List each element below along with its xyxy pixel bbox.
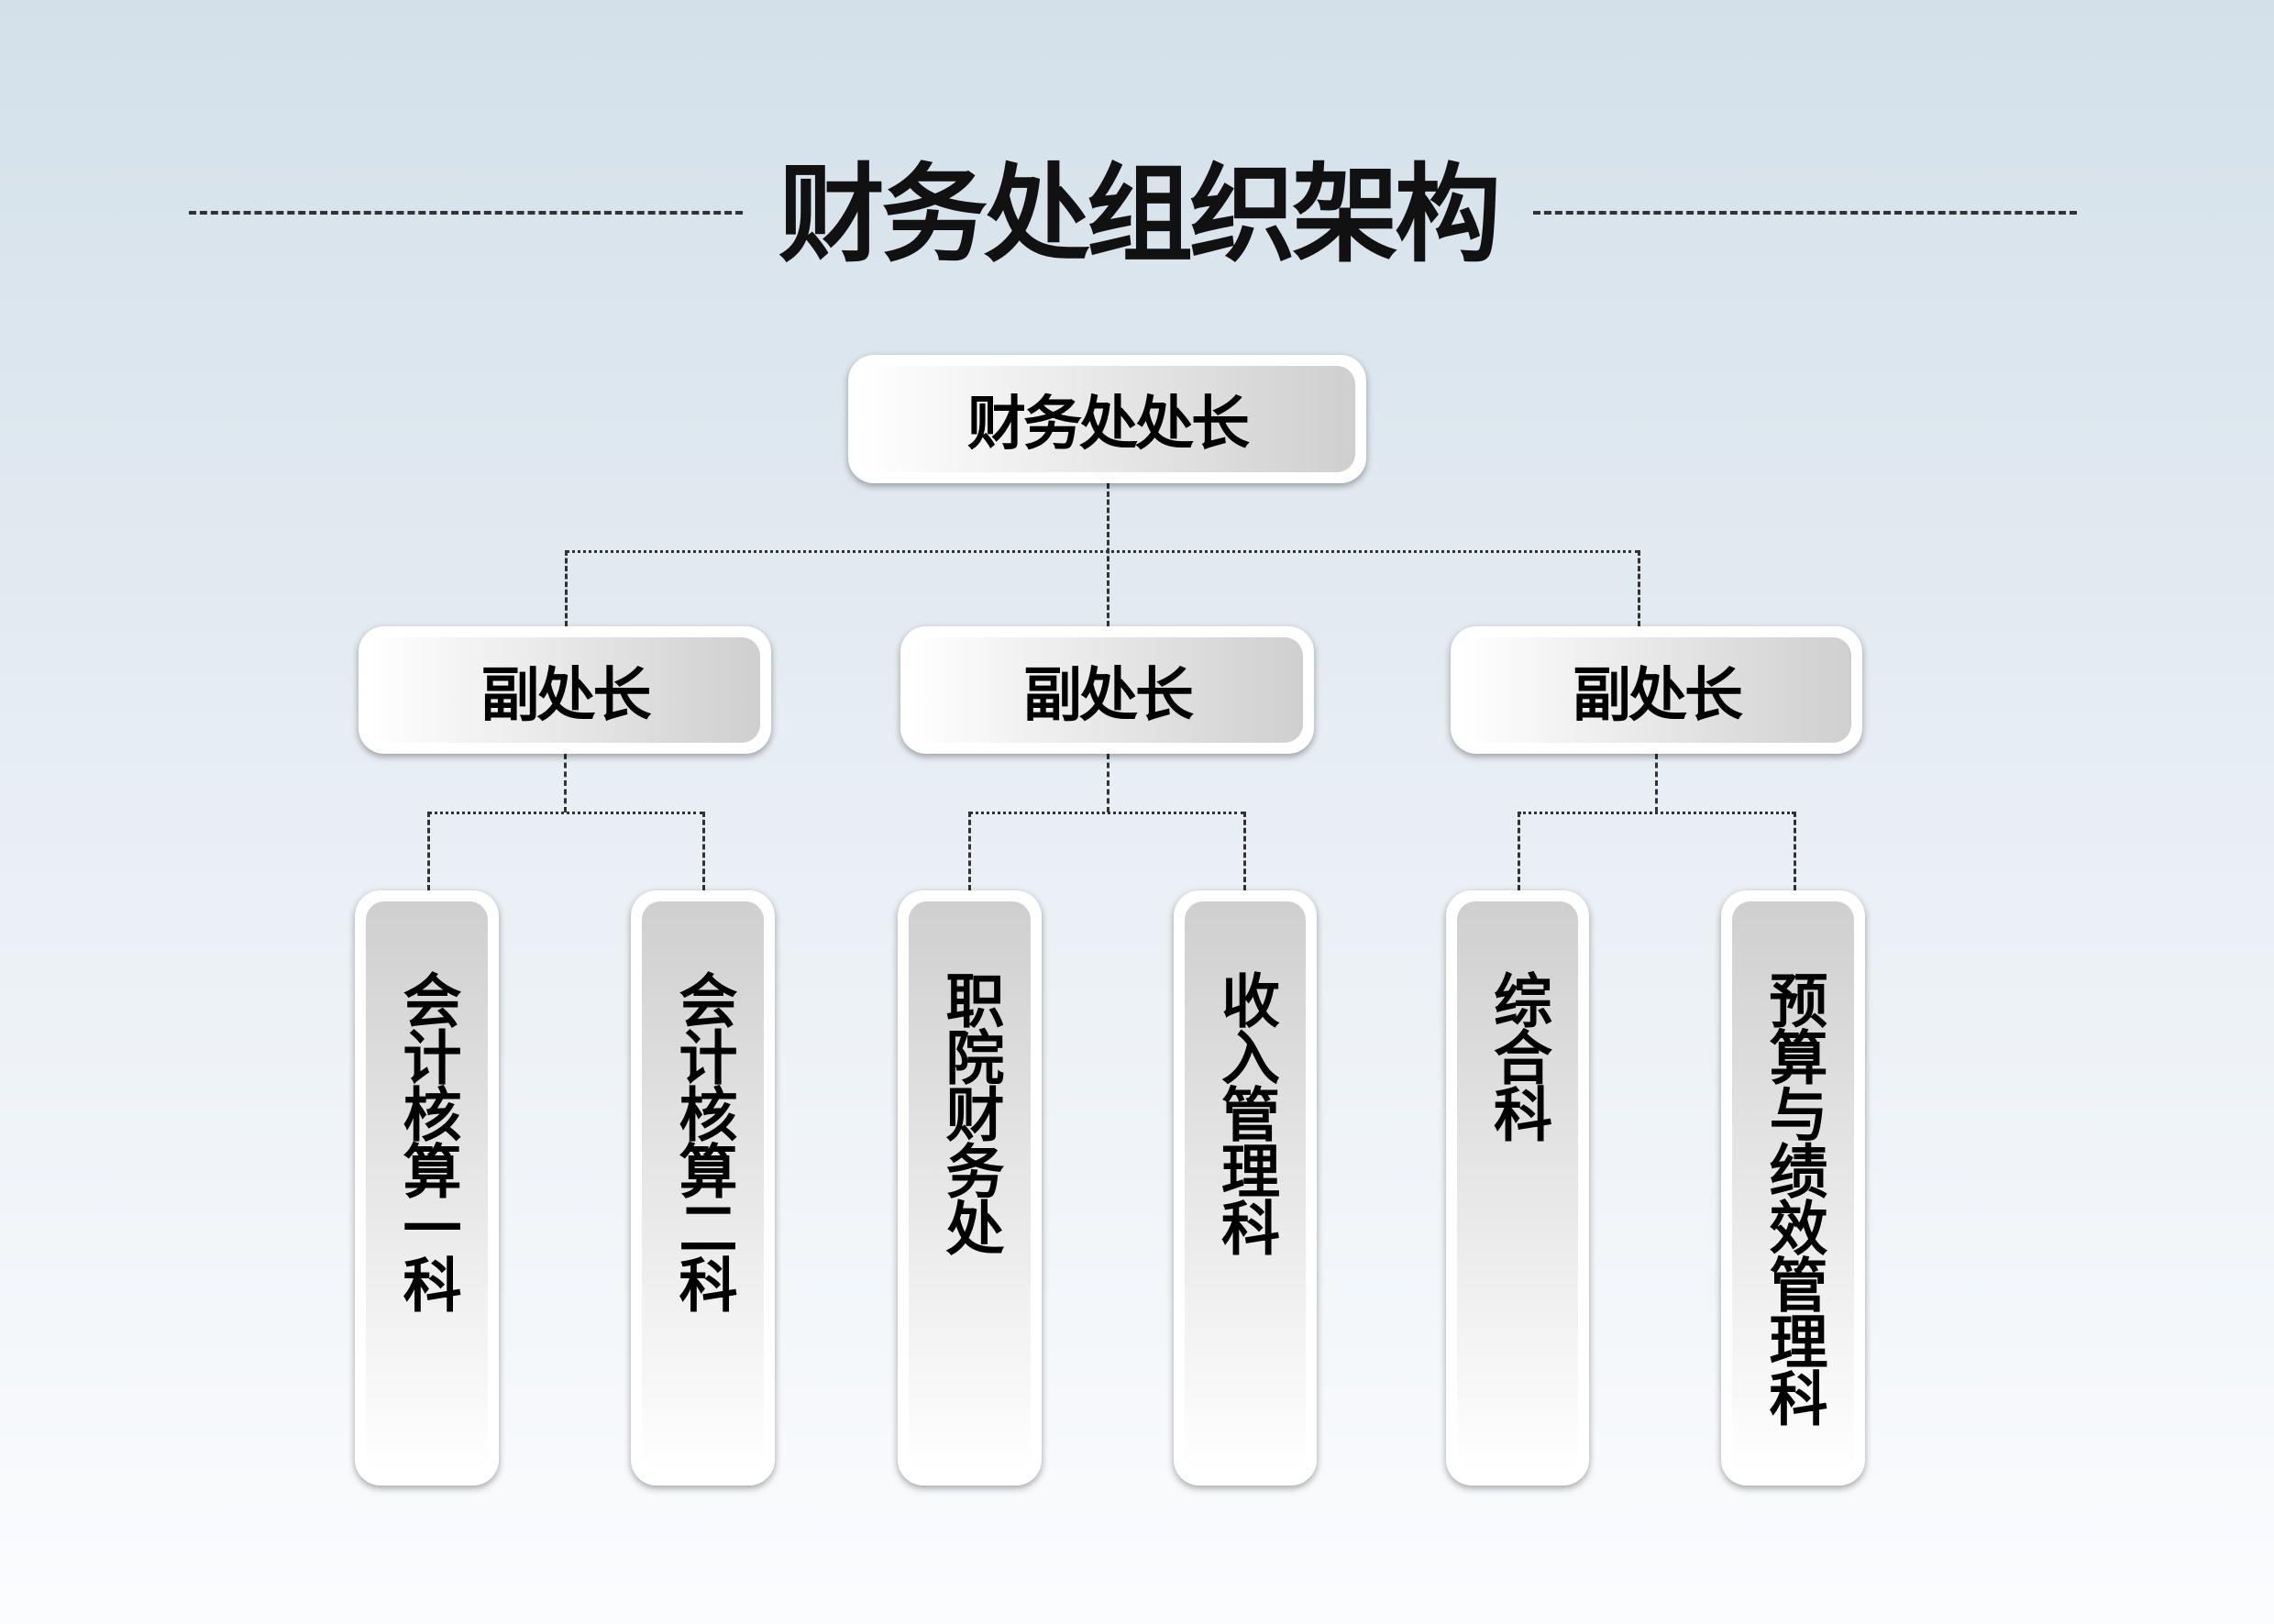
connector [1655, 754, 1658, 812]
connector [1518, 812, 1520, 890]
connector [427, 812, 430, 890]
connector [565, 550, 568, 626]
connector [564, 754, 567, 812]
connector [566, 550, 1639, 553]
section-label: 职院财务处 [935, 970, 1004, 1254]
connector [428, 812, 703, 814]
director-node: 财务处处长 [848, 355, 1366, 483]
section-label: 会计核算二科 [668, 970, 737, 1311]
section-node: 预算与绩效管理科 [1721, 890, 1865, 1486]
connector [1243, 812, 1246, 890]
connector [702, 812, 705, 890]
section-label: 综合科 [1484, 970, 1551, 1141]
section-node: 会计核算二科 [631, 890, 775, 1486]
deputy-node: 副处长 [900, 626, 1314, 754]
connector [1107, 754, 1109, 812]
title-divider-right [1533, 211, 2077, 215]
section-label: 会计核算一科 [392, 970, 461, 1311]
deputy-label: 副处长 [911, 637, 1303, 743]
deputy-label: 副处长 [370, 637, 760, 743]
deputy-node: 副处长 [359, 626, 771, 754]
connector [1794, 812, 1796, 890]
section-node: 收入管理科 [1174, 890, 1317, 1486]
connector [968, 812, 971, 890]
title-divider-left [189, 211, 743, 215]
deputy-node: 副处长 [1451, 626, 1862, 754]
connector [1107, 483, 1109, 626]
connector [969, 812, 1244, 814]
deputy-label: 副处长 [1462, 637, 1851, 743]
section-label: 收入管理科 [1211, 970, 1279, 1254]
connector [1518, 812, 1794, 814]
section-label: 预算与绩效管理科 [1759, 970, 1827, 1425]
section-node: 综合科 [1446, 890, 1589, 1486]
page-title: 财务处组织架构 [778, 153, 1501, 277]
section-node: 职院财务处 [898, 890, 1042, 1486]
section-node: 会计核算一科 [355, 890, 499, 1486]
director-label: 财务处处长 [859, 366, 1355, 472]
connector [1638, 550, 1640, 626]
